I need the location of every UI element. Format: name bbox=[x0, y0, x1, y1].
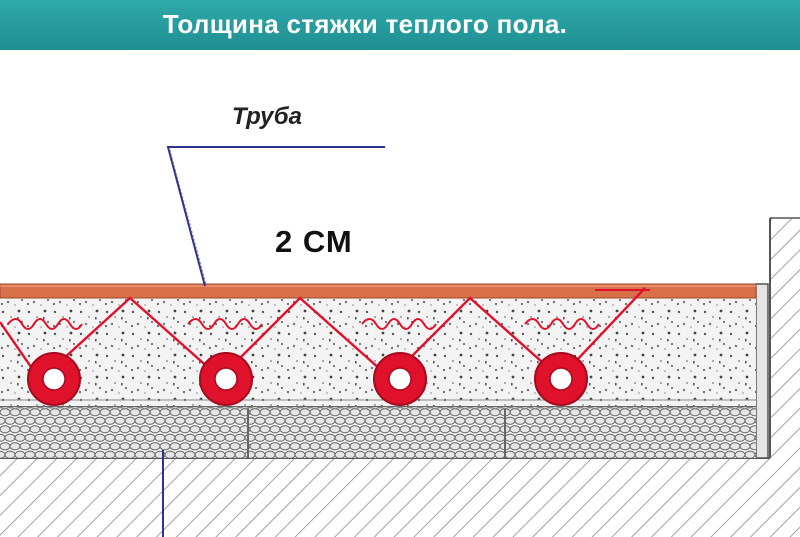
page-title: Толщина стяжки теплого пола. bbox=[162, 9, 568, 39]
mesh-clip-icon bbox=[7, 318, 600, 330]
pipe-label: Труба bbox=[232, 103, 302, 130]
title-banner: Толщина стяжки теплого пола. bbox=[0, 0, 800, 50]
edge-damper-strip bbox=[755, 283, 769, 459]
insulation-layer bbox=[0, 406, 756, 458]
pipe-cross-section-icon bbox=[27, 352, 588, 406]
right-wall bbox=[770, 218, 800, 537]
thickness-label: 2 СМ bbox=[275, 224, 353, 259]
floor-surface-layer bbox=[0, 283, 757, 299]
reinforcing-mesh bbox=[0, 287, 646, 382]
pipe-leader-line bbox=[166, 146, 385, 287]
base-slab bbox=[0, 458, 800, 537]
